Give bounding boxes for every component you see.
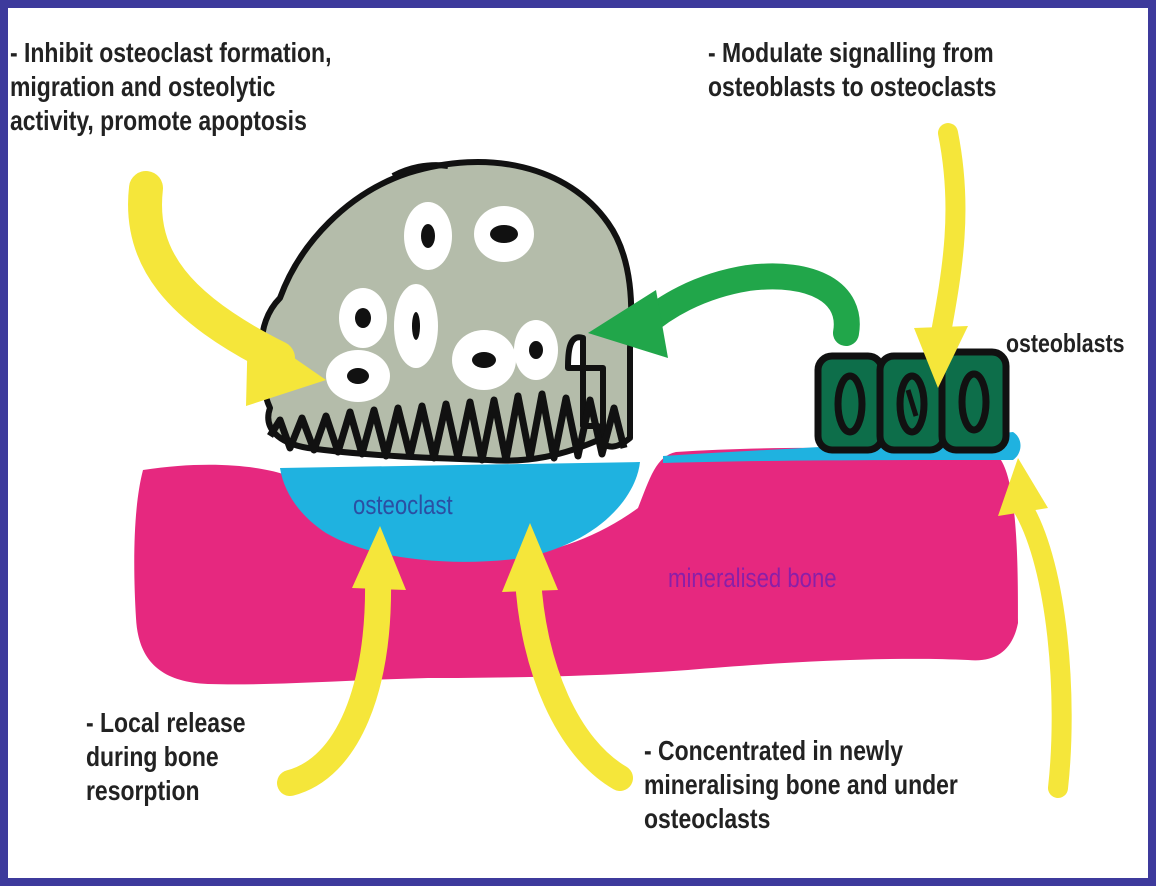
label-mineralised-bone: mineralised bone [668,563,837,594]
label-osteoclast: osteoclast [353,490,453,521]
arrow-top-right [940,133,956,338]
osteoblast-cell [942,352,1006,450]
label-line: osteoclasts [644,802,958,836]
nucleus-core [529,341,543,359]
nucleus-core [355,308,371,328]
label-line: mineralising bone and under [644,768,958,802]
nucleus-core [412,312,420,340]
label-line: during bone [86,740,246,774]
nucleus-core [421,224,435,248]
label-line: resorption [86,774,246,808]
label-local-release: - Local release during bone resorption [86,706,246,808]
nucleus-core [490,225,518,243]
label-line: activity, promote apoptosis [10,104,331,138]
label-osteoblasts: osteoblasts [1006,326,1124,360]
label-line: migration and osteolytic [10,70,331,104]
label-line: osteoblasts to osteoclasts [708,70,996,104]
arrow-top-left [145,188,278,358]
label-line: - Concentrated in newly [644,734,958,768]
osteoblast-cell [818,356,882,450]
diagram-frame: - Inhibit osteoclast formation, migratio… [8,8,1148,878]
osteoblast-cells [818,352,1006,450]
label-line: - Modulate signalling from [708,36,996,70]
label-concentrated: - Concentrated in newly mineralising bon… [644,734,958,836]
nucleus-core [347,368,369,384]
label-line: - Inhibit osteoclast formation, [10,36,331,70]
label-line: - Local release [86,706,246,740]
nucleus-core [472,352,496,368]
label-modulate: - Modulate signalling from osteoblasts t… [708,36,996,104]
arrow-right [1023,508,1062,788]
label-inhibit: - Inhibit osteoclast formation, migratio… [10,36,331,138]
